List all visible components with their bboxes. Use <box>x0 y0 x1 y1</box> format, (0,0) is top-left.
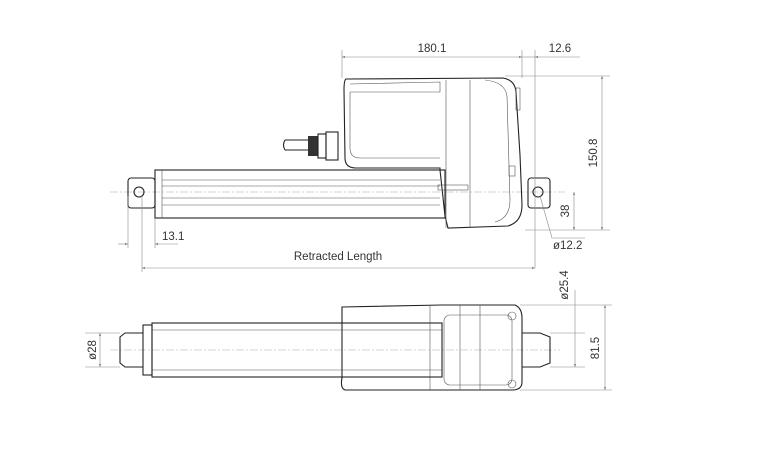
dim-housing-length: 180.1 <box>418 43 447 55</box>
rear-clevis <box>527 177 551 209</box>
dim-height: 150.8 <box>588 139 600 168</box>
dim-hole-diameter: ø12.2 <box>553 240 582 252</box>
cable-gland <box>282 131 339 161</box>
dim-width: 81.5 <box>590 337 602 359</box>
top-view: ø28 ø25.4 81.5 <box>85 270 612 391</box>
front-clevis <box>127 177 156 209</box>
rear-rod-end <box>522 332 551 368</box>
dim-rear-offset: 12.6 <box>549 43 571 55</box>
motor-housing <box>343 77 523 229</box>
outer-tube <box>154 169 446 219</box>
side-view: 180.1 12.6 150.8 38 ø12.2 13.1 Retracted… <box>110 43 610 272</box>
motor-housing-top <box>340 304 523 391</box>
dim-front-offset: 13.1 <box>162 231 184 243</box>
dim-front-rod-diameter: ø28 <box>87 340 99 360</box>
front-rod-end <box>119 332 143 368</box>
retracted-length-label: Retracted Length <box>294 251 382 263</box>
dim-rear-clevis-diameter: ø25.4 <box>559 270 571 300</box>
dim-axis-height: 38 <box>560 205 572 218</box>
